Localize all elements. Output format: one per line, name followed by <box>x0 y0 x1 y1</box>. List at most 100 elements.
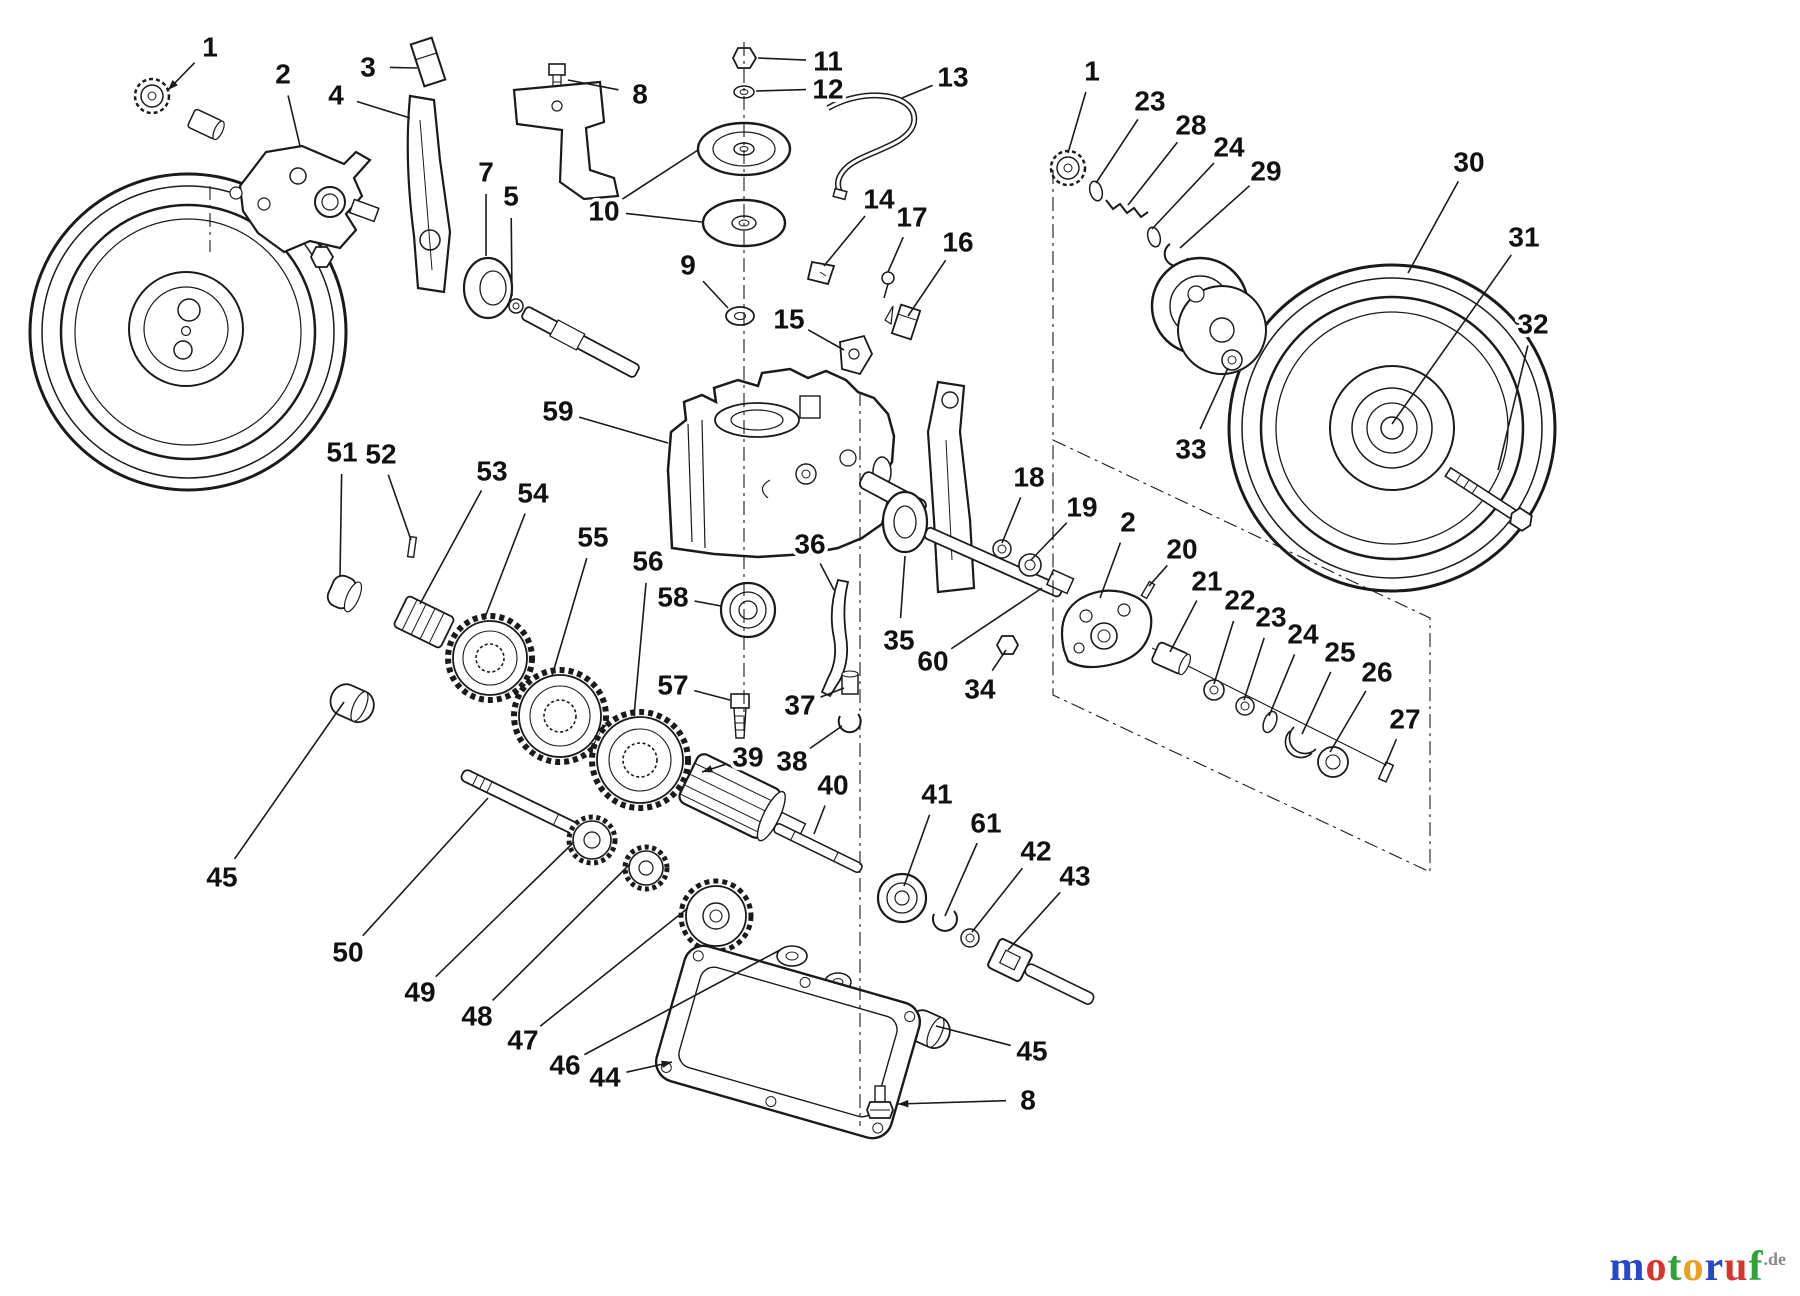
leader-line-9 <box>702 280 729 309</box>
callout-42: 42 <box>1020 836 1051 867</box>
callout-3: 3 <box>360 52 376 83</box>
leader-line-48 <box>492 863 631 1002</box>
leader-lines-layer <box>167 57 1529 1108</box>
callout-53: 53 <box>476 456 507 487</box>
spindle-parts <box>462 256 640 378</box>
callout-22: 22 <box>1224 585 1255 616</box>
watermark-letter: o <box>1645 1244 1668 1290</box>
leader-arrow-8 <box>898 1099 909 1108</box>
leader-arrow-1 <box>168 79 178 90</box>
callout-1: 1 <box>1084 56 1100 87</box>
leader-line-5 <box>510 217 513 297</box>
watermark-letter: u <box>1724 1244 1749 1290</box>
leader-line-12 <box>755 88 807 92</box>
watermark-letter: f <box>1748 1244 1764 1290</box>
leader-line-2 <box>1099 542 1122 599</box>
callout-39: 39 <box>732 742 763 773</box>
leader-line-27 <box>1384 738 1398 767</box>
leader-line-51 <box>339 473 343 577</box>
callout-35: 35 <box>883 625 914 656</box>
engine-bracket <box>512 63 620 201</box>
callout-36: 36 <box>794 529 825 560</box>
leader-line-38 <box>809 725 843 750</box>
leader-line-35 <box>899 555 906 619</box>
callout-45: 45 <box>206 862 237 893</box>
bottom-cover <box>654 944 922 1140</box>
leader-line-53 <box>419 489 483 605</box>
callout-57: 57 <box>657 670 688 701</box>
callout-27: 27 <box>1389 704 1420 735</box>
output-shaft-parts <box>858 471 1075 655</box>
watermark-letter: r <box>1704 1244 1725 1290</box>
callout-10: 10 <box>588 196 619 227</box>
axle-bracket-plate <box>1060 580 1395 783</box>
callout-38: 38 <box>776 746 807 777</box>
leader-line-3 <box>389 66 418 69</box>
leader-line-61 <box>944 842 978 917</box>
leader-arrow-39 <box>702 765 713 773</box>
callout-4: 4 <box>328 80 344 111</box>
callout-54: 54 <box>517 478 549 509</box>
gear-train <box>326 535 1095 1050</box>
leader-line-20 <box>1148 564 1168 587</box>
rear-bracket-arm <box>926 380 976 594</box>
leader-line-10 <box>622 149 699 200</box>
height-bracket-arm <box>406 36 452 294</box>
leader-line-24 <box>1151 162 1215 230</box>
control-small-parts <box>806 260 922 376</box>
leader-arrow-44 <box>661 1060 672 1068</box>
callout-16: 16 <box>942 227 973 258</box>
callout-11: 11 <box>813 46 843 77</box>
leader-line-45 <box>233 701 345 860</box>
callout-30: 30 <box>1453 147 1484 178</box>
leader-line-23 <box>1095 118 1139 184</box>
callout-12: 12 <box>812 74 843 105</box>
leader-line-14 <box>823 215 866 267</box>
callout-20: 20 <box>1166 534 1197 565</box>
watermark-letter: o <box>1682 1244 1705 1290</box>
leader-line-36 <box>819 563 835 591</box>
bottom-bolt <box>866 1085 894 1119</box>
callout-25: 25 <box>1324 637 1355 668</box>
callout-18: 18 <box>1013 462 1044 493</box>
callout-17: 17 <box>896 202 927 233</box>
leader-line-56 <box>633 582 647 717</box>
leader-line-26 <box>1329 690 1367 753</box>
leader-line-25 <box>1301 671 1332 735</box>
callout-19: 19 <box>1066 492 1097 523</box>
watermark-letter: t <box>1667 1244 1683 1290</box>
leader-line-47 <box>539 907 689 1027</box>
leader-line-33 <box>1199 367 1229 430</box>
leader-line-57 <box>694 689 731 701</box>
leader-line-54 <box>483 513 526 621</box>
callout-2: 2 <box>1120 507 1136 538</box>
leader-line-52 <box>387 474 412 541</box>
leader-line-22 <box>1213 620 1235 685</box>
callout-55: 55 <box>577 522 608 553</box>
leader-line-1 <box>1067 91 1087 154</box>
callout-34: 34 <box>964 674 996 705</box>
callout-23: 23 <box>1255 602 1286 633</box>
leader-line-15 <box>807 329 845 351</box>
front-axle-bracket <box>133 77 380 268</box>
leader-line-45 <box>935 1025 1011 1047</box>
callout-33: 33 <box>1175 434 1206 465</box>
watermark-letter: m <box>1609 1244 1646 1290</box>
leader-line-60 <box>950 587 1043 650</box>
leader-line-30 <box>1407 180 1460 274</box>
clutch-assembly <box>1049 149 1267 375</box>
watermark-logo: motoruf.de <box>1609 1246 1786 1288</box>
leader-line-40 <box>813 805 826 835</box>
right-wheel <box>1227 263 1557 593</box>
leader-line-34 <box>991 649 1007 672</box>
leader-line-59 <box>578 416 669 444</box>
leader-line-16 <box>907 259 947 317</box>
leader-line-43 <box>1007 891 1061 951</box>
callout-7: 7 <box>478 157 494 188</box>
leader-line-4 <box>356 100 411 119</box>
callout-48: 48 <box>461 1001 492 1032</box>
callout-41: 41 <box>921 779 952 810</box>
leader-line-24 <box>1268 654 1296 717</box>
